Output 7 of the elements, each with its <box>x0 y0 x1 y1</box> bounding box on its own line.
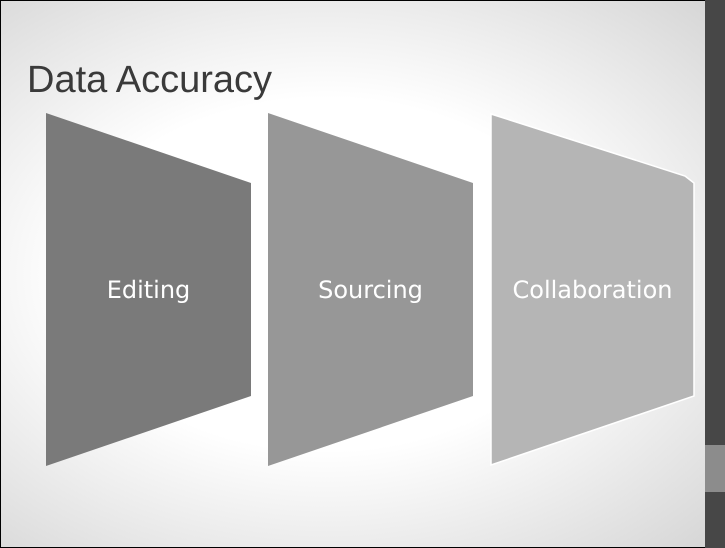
step-label: Sourcing <box>317 276 424 304</box>
step-label: Collaboration <box>512 276 674 304</box>
step-label: Editing <box>106 276 192 304</box>
slide-title: Data Accuracy <box>27 59 272 102</box>
trapezoid-step <box>46 113 251 466</box>
trapezoid-step <box>268 113 473 466</box>
trapezoid-step <box>490 113 695 466</box>
